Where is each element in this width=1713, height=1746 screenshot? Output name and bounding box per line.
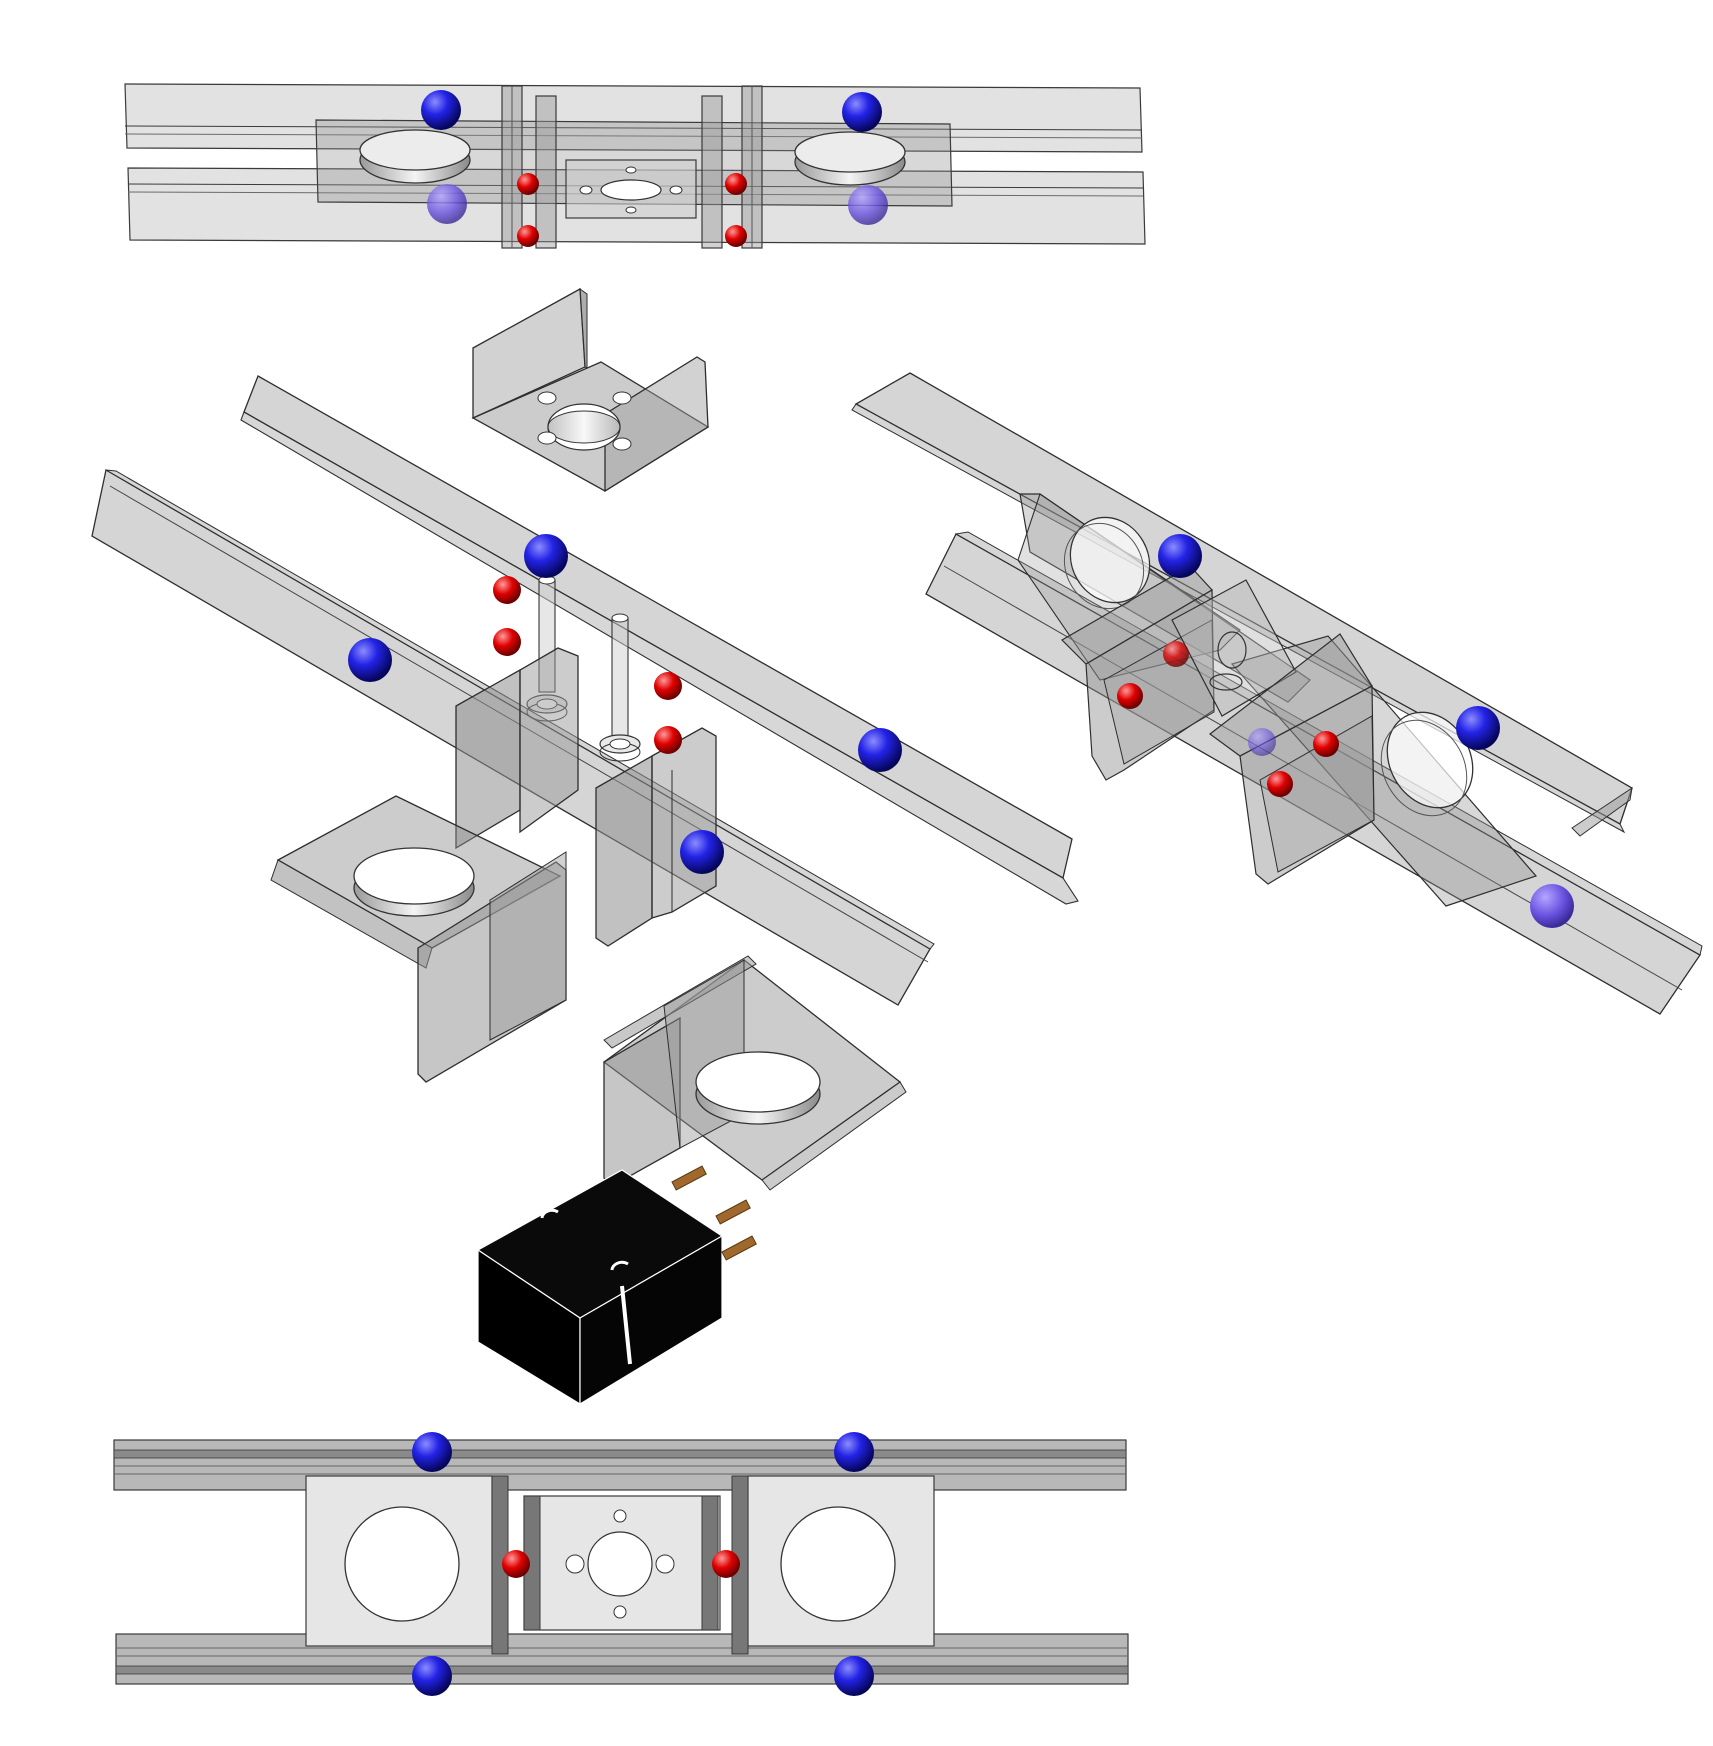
exploded-blue-marker-2 xyxy=(348,638,392,682)
iso-blue-marker-3 xyxy=(1530,884,1574,928)
iso-blue-marker-1 xyxy=(1158,534,1202,578)
front-red-marker-2 xyxy=(517,225,539,247)
front-view xyxy=(124,83,1146,249)
front-blue-marker-4 xyxy=(848,185,888,225)
iso-red-marker-3 xyxy=(1267,771,1293,797)
iso-red-marker-1 xyxy=(1117,683,1143,709)
top-bore-right xyxy=(780,1506,896,1622)
front-blue-marker-2 xyxy=(842,92,882,132)
front-blue-marker-3 xyxy=(427,184,467,224)
front-red-marker-4 xyxy=(725,225,747,247)
iso-blue-marker-2 xyxy=(1456,706,1500,750)
exploded-shaft-right xyxy=(599,613,641,762)
top-rail-lower xyxy=(115,1633,1129,1685)
front-bracket-left xyxy=(501,85,557,249)
exploded-bearing-bracket-left xyxy=(270,795,567,1083)
exploded-motor-mount xyxy=(471,287,710,493)
exploded-red-marker-1 xyxy=(493,576,521,604)
front-red-marker-3 xyxy=(725,173,747,195)
front-ring-left xyxy=(359,129,471,184)
top-view xyxy=(113,1432,1129,1696)
top-blue-marker-4 xyxy=(834,1656,874,1696)
top-blue-marker-2 xyxy=(834,1432,874,1472)
iso-plate-right xyxy=(1230,635,1538,907)
front-blue-marker-1 xyxy=(421,90,461,130)
iso-blue-marker-4 xyxy=(1248,728,1276,756)
exploded-red-marker-4 xyxy=(654,726,682,754)
exploded-view xyxy=(91,287,1079,1406)
exploded-red-marker-3 xyxy=(654,672,682,700)
exploded-red-marker-2 xyxy=(493,628,521,656)
front-motor-plate xyxy=(565,159,697,219)
iso-assembly-view xyxy=(851,372,1703,1015)
front-ring-right xyxy=(794,131,906,186)
top-blue-marker-3 xyxy=(412,1656,452,1696)
top-bore-left xyxy=(344,1506,460,1622)
top-rail-upper xyxy=(113,1439,1127,1491)
exploded-blue-marker-1 xyxy=(524,534,568,578)
exploded-bearing-bracket-right xyxy=(602,955,907,1191)
iso-bracket-right xyxy=(1209,633,1375,885)
front-red-marker-1 xyxy=(517,173,539,195)
top-red-marker-1 xyxy=(502,1550,530,1578)
exploded-blue-marker-4 xyxy=(680,830,724,874)
exploded-bracket-left xyxy=(455,647,579,850)
iso-motor-plate xyxy=(1171,579,1297,717)
top-red-marker-2 xyxy=(712,1550,740,1578)
top-blue-marker-1 xyxy=(412,1432,452,1472)
top-motor-plate xyxy=(523,1495,721,1631)
iso-red-marker-4 xyxy=(1313,731,1339,757)
exploded-blue-marker-3 xyxy=(858,728,902,772)
exploded-stepper-motor xyxy=(476,1165,757,1406)
iso-red-marker-2 xyxy=(1163,641,1189,667)
front-bracket-right xyxy=(701,85,763,249)
